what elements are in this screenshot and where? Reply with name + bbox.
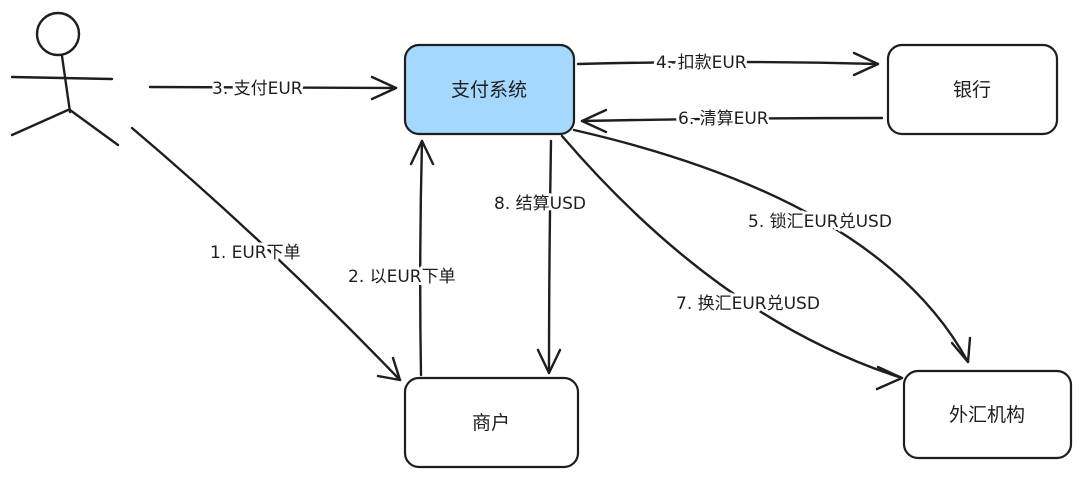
fx-institution-label: 外汇机构 [949, 404, 1025, 426]
bank-box[interactable]: 银行 [886, 43, 1059, 136]
label-order-eur: 1. EUR下单 [210, 243, 301, 263]
arrow-settle-usd [536, 139, 562, 375]
stick-figure-icon [10, 11, 120, 147]
arrow-clearing-eur [580, 108, 884, 134]
arrow-order-eur [130, 126, 402, 382]
label-debit-eur: 4. 扣款EUR [656, 53, 747, 73]
payment-system-label: 支付系统 [451, 79, 527, 101]
bank-label: 银行 [953, 79, 991, 101]
label-exchange-eur-usd: 7. 换汇EUR兑USD [676, 294, 820, 314]
label-clearing-eur: 6. 清算EUR [678, 109, 769, 129]
arrow-order-in-eur [409, 139, 435, 377]
label-settle-usd: 8. 结算USD [494, 194, 586, 214]
label-order-in-eur: 2. 以EUR下单 [348, 267, 456, 287]
label-lock-rate-eur-usd: 5. 锁汇EUR兑USD [748, 212, 892, 232]
arrow-debit-eur [576, 51, 880, 77]
arrow-pay-eur [148, 75, 398, 101]
payment-system-box[interactable]: 支付系统 [403, 43, 576, 136]
arrow-lock-rate-eur-usd [572, 128, 972, 364]
merchant-label: 商户 [472, 412, 510, 434]
label-pay-eur: 3. 支付EUR [212, 79, 303, 99]
merchant-box[interactable]: 商户 [403, 376, 580, 469]
arrow-exchange-eur-usd [560, 134, 904, 391]
fx-institution-box[interactable]: 外汇机构 [902, 369, 1073, 460]
